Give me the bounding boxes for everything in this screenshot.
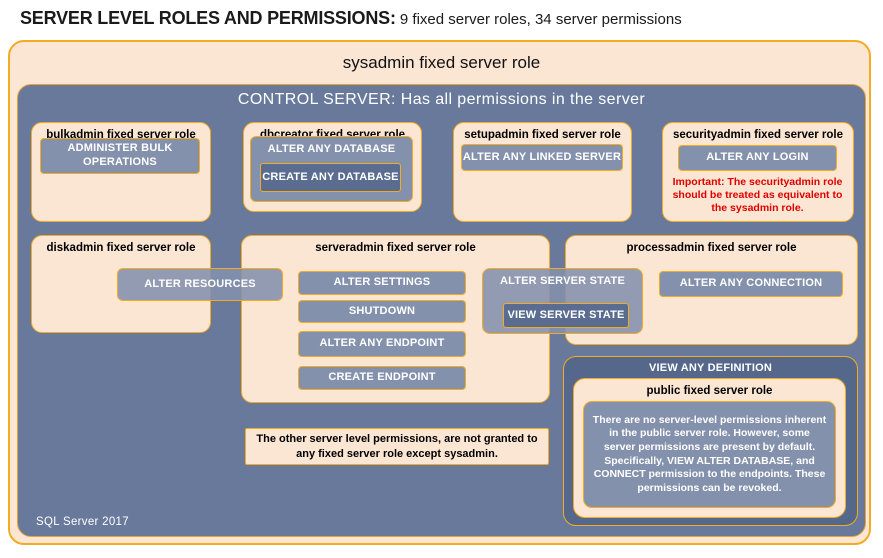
role-title-public: public fixed server role (646, 385, 773, 397)
control-server-label: CONTROL SERVER: Has all permissions in t… (237, 91, 646, 108)
permission-alter-any-database: ALTER ANY DATABASE CREATE ANY DATABASE (250, 136, 413, 202)
sysadmin-role-label: sysadmin fixed server role (342, 53, 541, 72)
page-title-main: SERVER LEVEL ROLES AND PERMISSIONS: (20, 8, 396, 28)
permission-alter-server-state: ALTER SERVER STATE VIEW SERVER STATE (482, 268, 643, 334)
role-title-serveradmin: serveradmin fixed server role (315, 242, 476, 254)
role-box-setupadmin: setupadmin fixed server role ALTER ANY L… (453, 122, 632, 222)
permission-alter-any-login: ALTER ANY LOGIN (678, 145, 837, 171)
permission-view-any-definition-label: VIEW ANY DEFINITION (649, 362, 772, 374)
role-box-dbcreator: dbcreator fixed server role ALTER ANY DA… (243, 122, 422, 212)
permission-create-endpoint: CREATE ENDPOINT (298, 366, 466, 390)
securityadmin-warning-text: Important: The securityadmin role should… (672, 176, 843, 214)
role-box-public: public fixed server role There are no se… (573, 378, 846, 518)
permission-view-server-state: VIEW SERVER STATE (503, 303, 629, 328)
public-role-note: There are no server-level permissions in… (583, 401, 836, 508)
role-title-diskadmin: diskadmin fixed server role (46, 242, 196, 254)
permission-alter-any-connection: ALTER ANY CONNECTION (659, 271, 843, 297)
page-title: SERVER LEVEL ROLES AND PERMISSIONS: 9 fi… (20, 8, 682, 29)
role-title-setupadmin: setupadmin fixed server role (464, 129, 621, 141)
page-title-sub: 9 fixed server roles, 34 server permissi… (395, 11, 682, 28)
permission-administer-bulk-operations: ADMINISTER BULK OPERATIONS (40, 138, 200, 174)
permission-alter-any-linked-server: ALTER ANY LINKED SERVER (461, 144, 623, 171)
permission-create-any-database: CREATE ANY DATABASE (260, 163, 401, 192)
permission-view-any-definition: VIEW ANY DEFINITION public fixed server … (563, 356, 858, 526)
permission-alter-settings: ALTER SETTINGS (298, 271, 466, 295)
role-title-processadmin: processadmin fixed server role (626, 242, 797, 254)
role-box-securityadmin: securityadmin fixed server role ALTER AN… (662, 122, 854, 222)
permission-alter-any-endpoint: ALTER ANY ENDPOINT (298, 331, 466, 357)
role-box-bulkadmin: bulkadmin fixed server role ADMINISTER B… (31, 122, 211, 222)
sql-server-version-label: SQL Server 2017 (36, 516, 129, 528)
permission-alter-any-database-label: ALTER ANY DATABASE (267, 143, 396, 155)
permission-alter-resources: ALTER RESOURCES (117, 268, 283, 301)
other-permissions-note: The other server level permissions, are … (245, 428, 549, 465)
permission-alter-server-state-label: ALTER SERVER STATE (499, 275, 626, 287)
role-title-securityadmin: securityadmin fixed server role (672, 129, 844, 141)
permission-shutdown: SHUTDOWN (298, 300, 466, 323)
